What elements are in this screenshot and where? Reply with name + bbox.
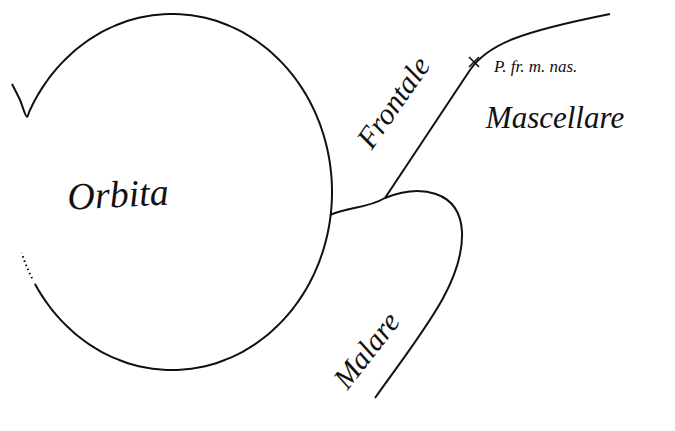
- region-label: Orbita: [66, 171, 169, 218]
- bone-label: Mascellare: [486, 101, 624, 135]
- point-cross: [469, 57, 479, 67]
- bone-label: Malare: [326, 305, 406, 394]
- point-label: P. fr. m. nas.: [494, 58, 577, 77]
- bone-label: Frontale: [350, 50, 437, 154]
- orbit-outline: [12, 14, 332, 370]
- orbit-arc: [12, 14, 332, 370]
- orbit-dotted-end: [22, 253, 32, 278]
- zygomatico-maxillary-suture: [375, 191, 462, 398]
